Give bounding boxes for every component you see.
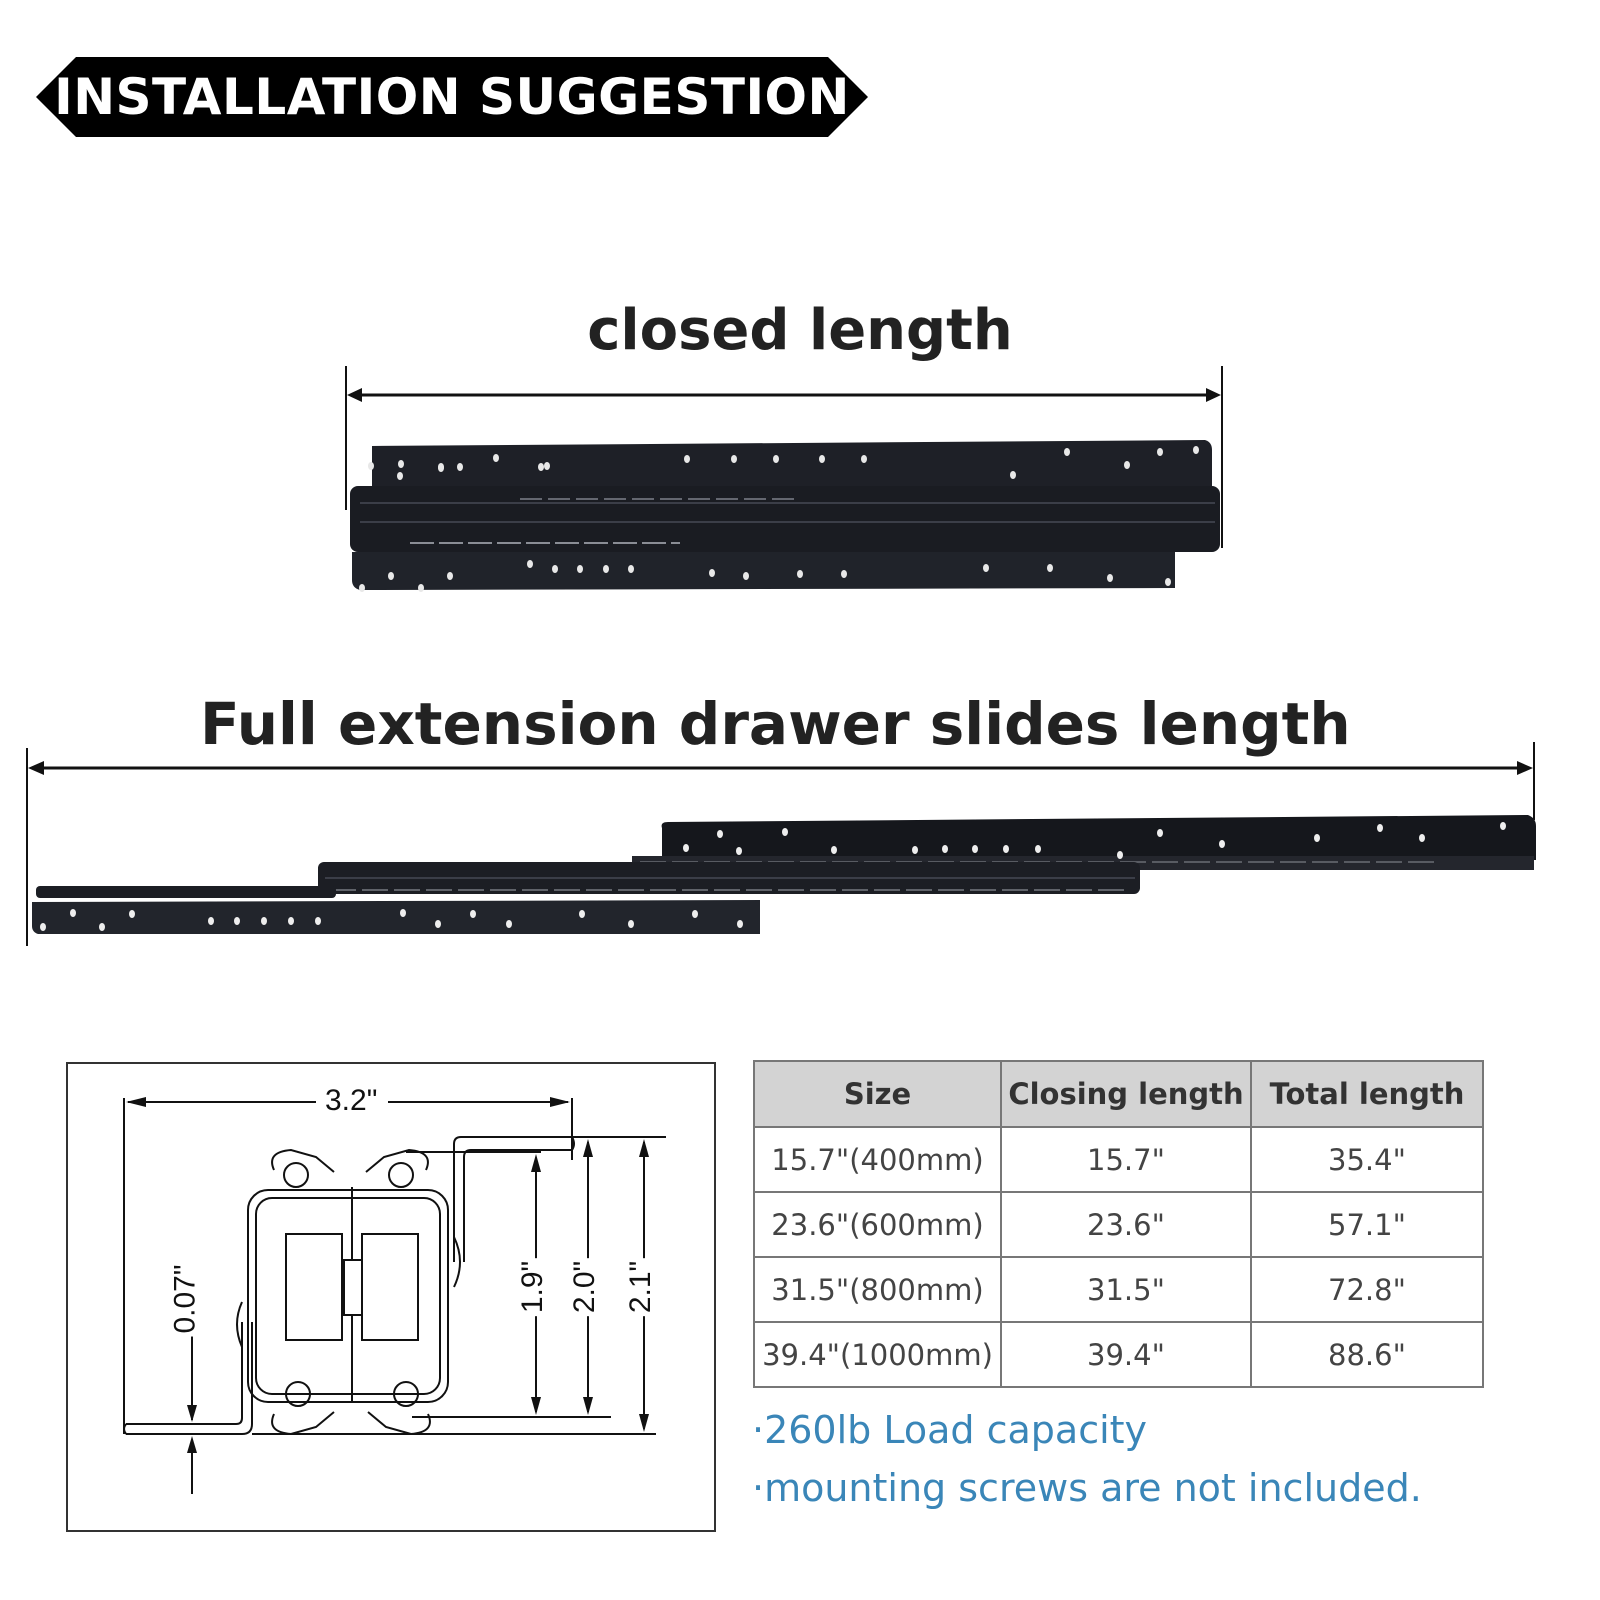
header-size: Size	[753, 1060, 1002, 1128]
size-spec-table: Size Closing length Total length 15.7"(4…	[753, 1060, 1484, 1388]
table-row: 15.7"(400mm) 15.7" 35.4"	[753, 1126, 1484, 1193]
screws-note: ·mounting screws are not included.	[752, 1466, 1422, 1510]
height-1-9-label: 1.9"	[516, 1257, 551, 1317]
cell-size: 23.6"(600mm)	[753, 1191, 1002, 1258]
full-extension-dimension-arrow	[26, 742, 1535, 946]
load-capacity-note: ·260lb Load capacity	[752, 1408, 1148, 1452]
extended-rail-illustration	[26, 742, 1536, 946]
closed-length-dimension-arrow	[345, 366, 1223, 548]
banner-title: INSTALLATION SUGGESTION	[54, 68, 850, 126]
cell-total-length: 57.1"	[1250, 1191, 1484, 1258]
closed-length-title: closed length	[587, 298, 1013, 363]
cell-closing-length: 39.4"	[1000, 1321, 1252, 1388]
height-2-0-label: 2.0"	[568, 1257, 603, 1317]
table-row: 23.6"(600mm) 23.6" 57.1"	[753, 1191, 1484, 1258]
banner-hexagon-shape	[36, 57, 868, 137]
extended-rail-photo	[32, 815, 1536, 934]
full-extension-title: Full extension drawer slides length	[200, 690, 1351, 758]
height-2-1-label: 2.1"	[624, 1257, 659, 1317]
cell-size: 31.5"(800mm)	[753, 1256, 1002, 1323]
thickness-dimension-label: 0.07"	[168, 1261, 203, 1337]
cross-section-diagram: 3.2" 0.07" 1.9" 2.0" 2.1"	[66, 1062, 716, 1532]
closed-rail-illustration	[345, 366, 1223, 592]
header-total-length: Total length	[1250, 1060, 1484, 1128]
cell-total-length: 72.8"	[1250, 1256, 1484, 1323]
table-row: 31.5"(800mm) 31.5" 72.8"	[753, 1256, 1484, 1323]
cell-closing-length: 31.5"	[1000, 1256, 1252, 1323]
closed-rail-photo	[350, 440, 1220, 592]
installation-banner: INSTALLATION SUGGESTION	[36, 57, 868, 137]
table-row: 39.4"(1000mm) 39.4" 88.6"	[753, 1321, 1484, 1388]
cell-closing-length: 23.6"	[1000, 1191, 1252, 1258]
cell-size: 15.7"(400mm)	[753, 1126, 1002, 1193]
cell-closing-length: 15.7"	[1000, 1126, 1252, 1193]
cell-total-length: 35.4"	[1250, 1126, 1484, 1193]
cell-size: 39.4"(1000mm)	[753, 1321, 1002, 1388]
cross-section-drawing	[123, 1097, 666, 1494]
header-closing-length: Closing length	[1000, 1060, 1252, 1128]
width-dimension-label: 3.2"	[322, 1084, 381, 1118]
cell-total-length: 88.6"	[1250, 1321, 1484, 1388]
table-header-row: Size Closing length Total length	[753, 1060, 1484, 1128]
